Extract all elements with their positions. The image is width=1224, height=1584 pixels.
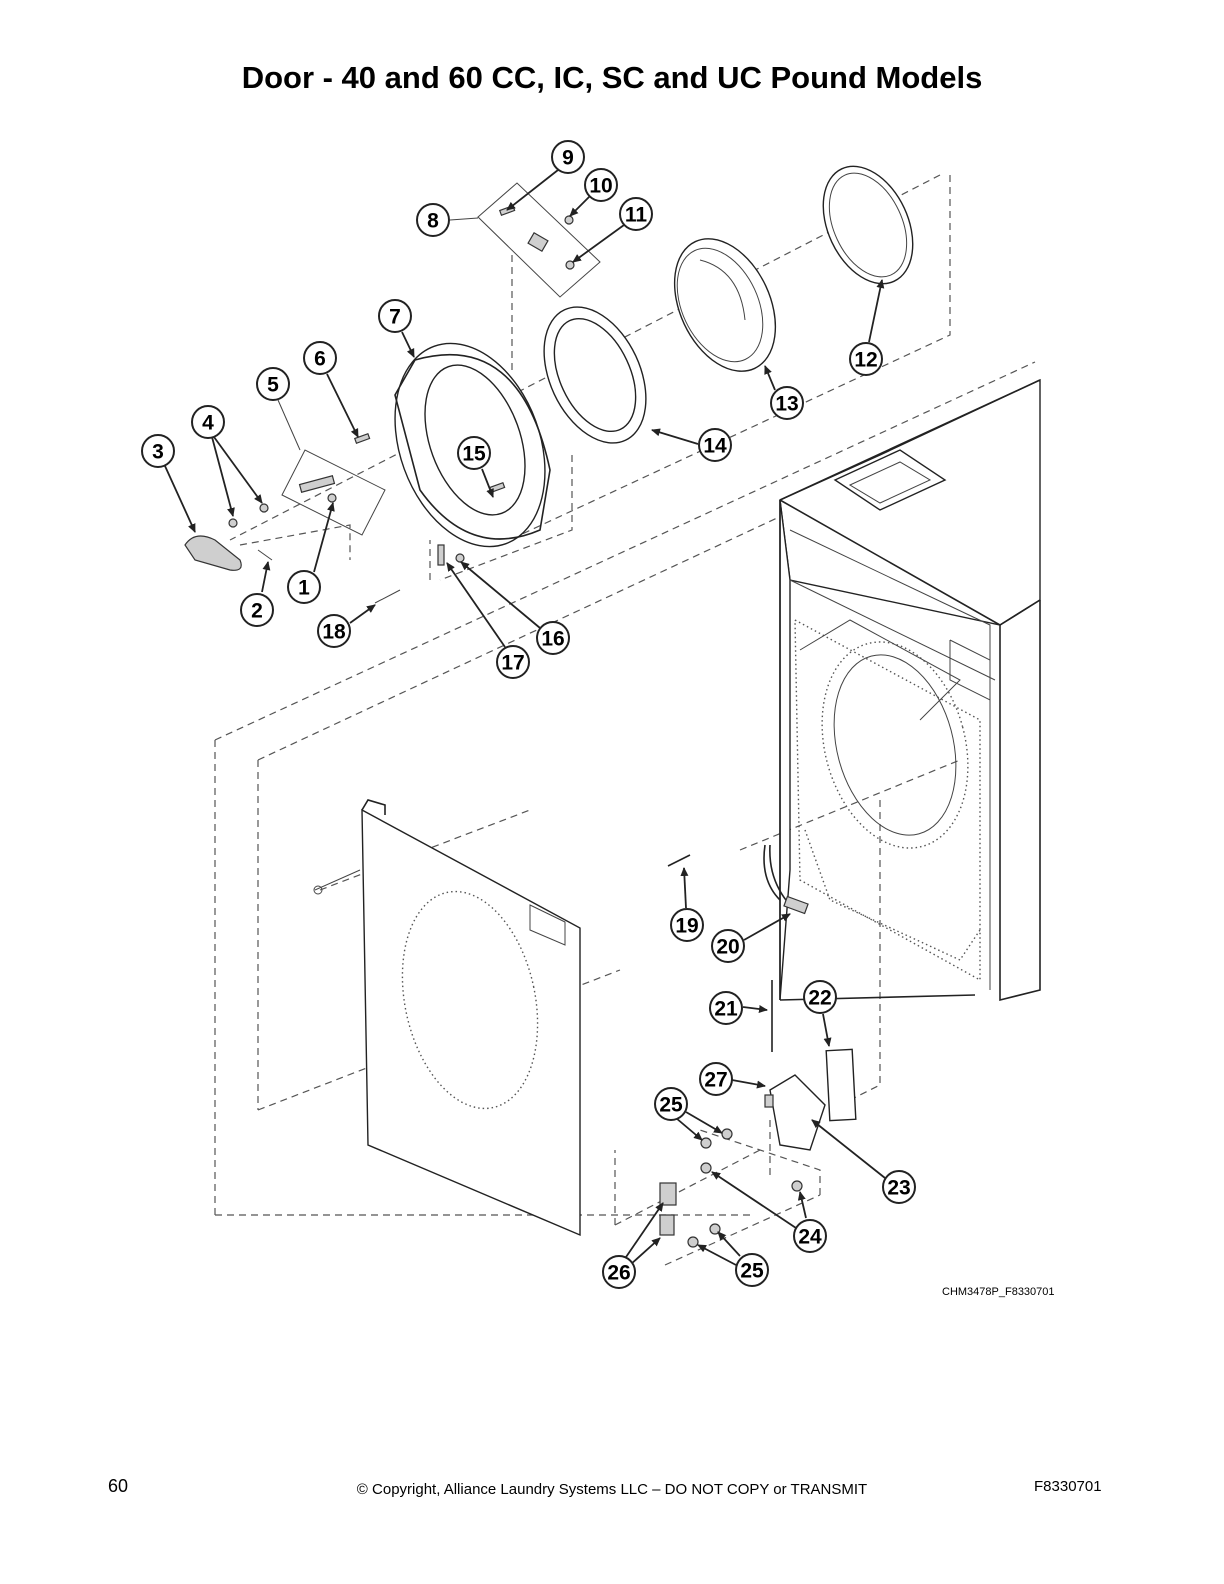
- svg-text:11: 11: [625, 204, 648, 227]
- latch-assembly: [659, 844, 857, 1248]
- callout-22: 22: [803, 980, 837, 1047]
- callout-3: 3: [141, 434, 196, 533]
- callout-2: 2: [240, 561, 274, 627]
- door-gasket: [543, 306, 647, 444]
- svg-text:19: 19: [675, 915, 698, 938]
- svg-text:2: 2: [251, 600, 263, 623]
- callout-5: 5: [256, 367, 301, 451]
- svg-text:9: 9: [562, 147, 574, 170]
- callout-27: 27: [699, 1062, 766, 1096]
- page-number: 60: [108, 1476, 129, 1496]
- svg-text:25: 25: [659, 1094, 683, 1117]
- callout-20: 20: [711, 913, 791, 963]
- svg-text:10: 10: [589, 175, 612, 198]
- callout-15: 15: [457, 436, 494, 498]
- callout-12: 12: [849, 279, 885, 376]
- figure-code: CHM3478P_F8330701: [942, 1286, 1055, 1298]
- svg-text:22: 22: [808, 987, 831, 1010]
- svg-text:7: 7: [389, 306, 401, 329]
- callout-10: 10: [569, 168, 618, 217]
- assembly-guide-lines: [214, 174, 1036, 1266]
- svg-text:24: 24: [798, 1226, 822, 1249]
- svg-text:15: 15: [462, 443, 486, 466]
- door-glass: [673, 238, 777, 372]
- callout-21: 21: [709, 991, 768, 1025]
- svg-text:6: 6: [314, 348, 326, 371]
- callout-24: 24: [711, 1171, 827, 1253]
- svg-text:16: 16: [541, 628, 564, 651]
- svg-text:27: 27: [704, 1069, 727, 1092]
- svg-text:3: 3: [152, 441, 164, 464]
- svg-text:5: 5: [267, 374, 279, 397]
- callout-label: 1: [298, 577, 310, 600]
- callout-11: 11: [572, 197, 653, 263]
- svg-text:14: 14: [703, 435, 727, 458]
- callout-25-upper: 25: [654, 1087, 723, 1141]
- callout-19: 19: [670, 867, 704, 942]
- document-code: F8330701: [1034, 1478, 1102, 1495]
- callout-9: 9: [506, 140, 585, 211]
- handle-assembly: [184, 432, 506, 604]
- machine-cabinet: [779, 378, 1041, 1002]
- copyright-notice: © Copyright, Alliance Laundry Systems LL…: [356, 1481, 868, 1498]
- svg-text:25: 25: [740, 1260, 764, 1283]
- front-panel: [313, 799, 581, 1237]
- callout-26: 26: [602, 1202, 664, 1289]
- page-title: Door - 40 and 60 CC, IC, SC and UC Pound…: [241, 60, 983, 95]
- svg-text:21: 21: [714, 998, 738, 1021]
- svg-text:12: 12: [854, 349, 877, 372]
- callout-6: 6: [303, 341, 359, 438]
- callout-7: 7: [378, 299, 415, 358]
- callout-8: 8: [416, 203, 479, 237]
- callout-16: 16: [460, 561, 570, 655]
- glass-ring: [822, 165, 914, 285]
- callout-17: 17: [446, 562, 530, 679]
- svg-text:26: 26: [607, 1262, 630, 1285]
- callout-13: 13: [764, 365, 804, 420]
- callout-4: 4: [191, 405, 263, 517]
- svg-text:13: 13: [775, 393, 798, 416]
- svg-text:8: 8: [427, 210, 439, 233]
- svg-text:23: 23: [887, 1177, 910, 1200]
- callout-23: 23: [811, 1119, 916, 1204]
- callout-25-lower: 25: [697, 1231, 769, 1287]
- callout-18: 18: [317, 604, 376, 648]
- callout-14: 14: [651, 428, 732, 462]
- callout-1: 1: [287, 502, 335, 604]
- svg-text:17: 17: [501, 652, 524, 675]
- svg-text:20: 20: [716, 936, 739, 959]
- svg-text:4: 4: [202, 412, 214, 435]
- hinge-bracket-kit: [477, 182, 601, 298]
- svg-text:18: 18: [322, 621, 346, 644]
